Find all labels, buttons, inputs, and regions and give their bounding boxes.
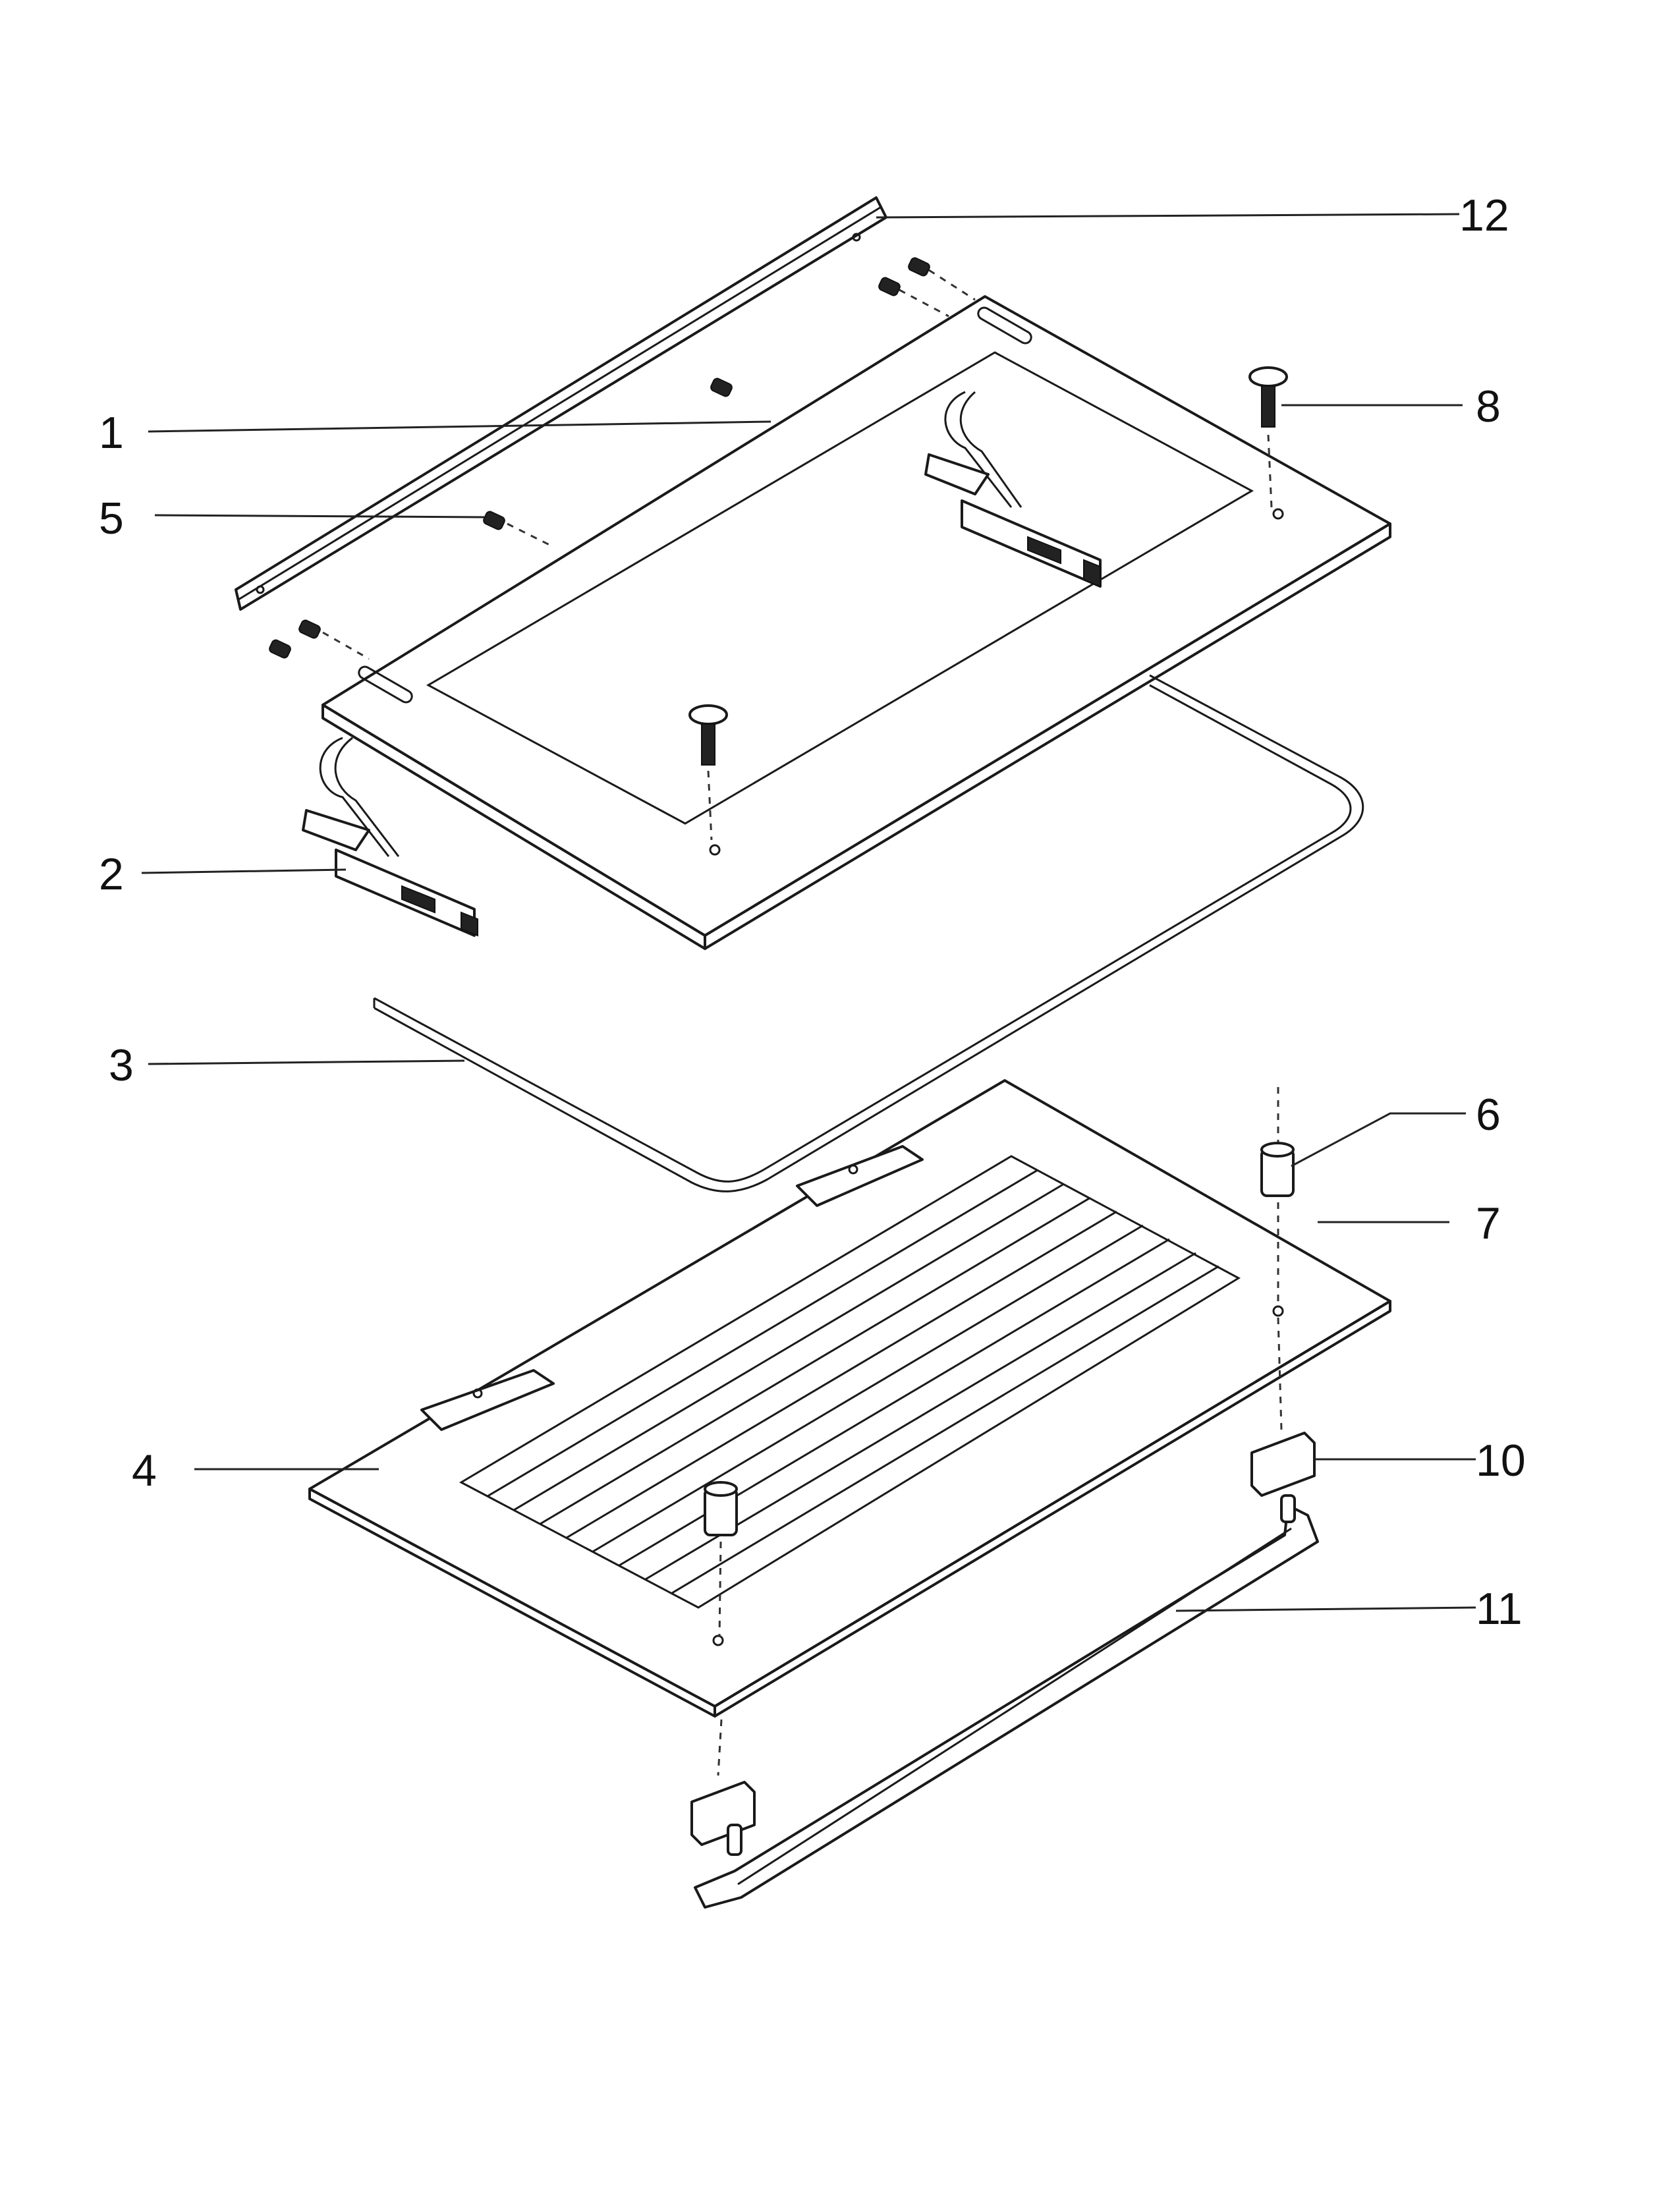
ventilation-ribs <box>459 1155 1241 1609</box>
callout-10: 10 <box>1476 1436 1526 1486</box>
callout-11: 11 <box>1476 1584 1523 1634</box>
part-6-bushings <box>704 1087 1295 1638</box>
callout-8: 8 <box>1476 381 1501 432</box>
callout-12: 12 <box>1459 190 1509 240</box>
part-4-bottom-panel <box>308 1079 1391 1718</box>
callout-7: 7 <box>1476 1198 1501 1248</box>
callout-labels: 12 1 8 5 2 3 6 7 4 10 11 <box>99 190 1526 1634</box>
callout-1: 1 <box>99 408 124 458</box>
leader-lines <box>141 213 1476 1612</box>
part-2-hinge-left <box>302 737 478 937</box>
callout-5: 5 <box>99 493 124 544</box>
part-8-countersunk-screws <box>688 366 1288 841</box>
part-11-bottom-trim <box>694 1494 1319 1909</box>
callout-4: 4 <box>132 1445 157 1496</box>
part-5-screws <box>269 257 976 660</box>
callout-3: 3 <box>109 1040 134 1090</box>
callout-6: 6 <box>1476 1090 1501 1140</box>
part-3-gasket <box>373 674 1364 1192</box>
callout-2: 2 <box>99 849 124 899</box>
hinge-right <box>924 391 1102 588</box>
part-1-door-panel <box>322 295 1391 950</box>
part-12-trim-strip <box>235 196 887 611</box>
